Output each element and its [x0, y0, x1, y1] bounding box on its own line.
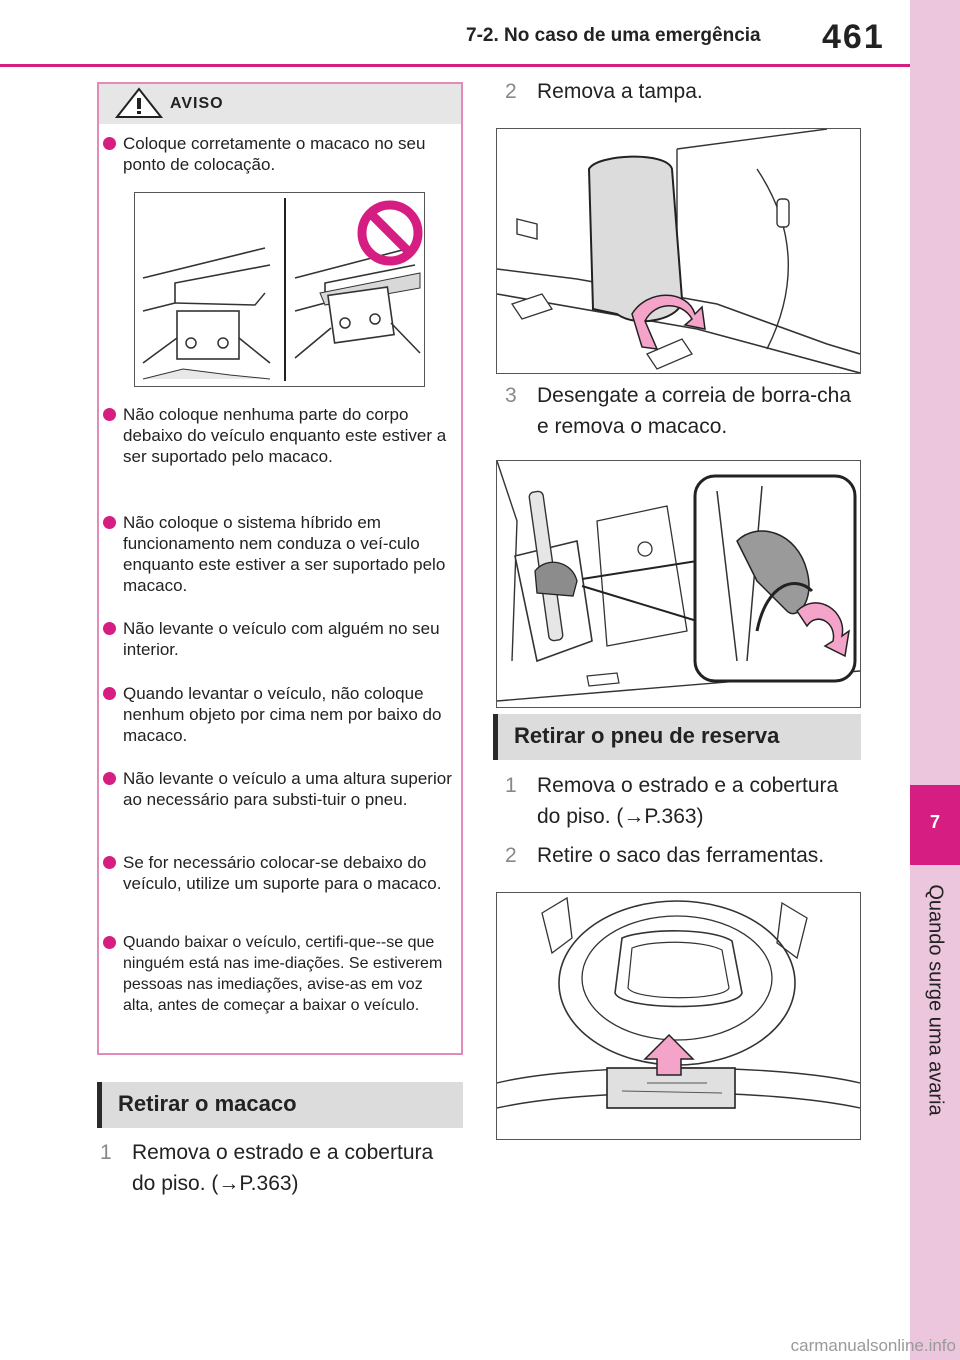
warning-box	[97, 82, 463, 1055]
watermark: carmanualsonline.info	[790, 1336, 956, 1355]
jack-placement-drawing	[142, 198, 423, 381]
warning-item-text: Quando levantar o veículo, não coloque n…	[123, 684, 442, 745]
warning-item: Coloque corretamente o macaco no seu pon…	[103, 133, 453, 175]
jack-strap-drawing	[497, 461, 860, 702]
bullet-icon	[103, 408, 116, 421]
trunk-cover-drawing	[497, 129, 860, 373]
bullet-icon	[103, 856, 116, 869]
section-header-remove-spare: Retirar o pneu de reserva	[493, 714, 861, 760]
step-item: 3 Desengate a correia de borra-cha e rem…	[505, 380, 865, 442]
step-number: 1	[100, 1141, 112, 1164]
step-text: Remova o estrado e a cobertura do piso. …	[132, 1141, 434, 1195]
bullet-icon	[103, 772, 116, 785]
step-text: Remova o estrado e a cobertura do piso. …	[537, 774, 839, 828]
bullet-icon	[103, 622, 116, 635]
tool-bag-illustration	[496, 892, 861, 1140]
warning-item: Não coloque o sistema híbrido em funcion…	[103, 512, 453, 596]
jack-placement-illustration	[134, 192, 425, 387]
remove-cover-illustration	[496, 128, 861, 374]
warning-item-text: Não coloque o sistema híbrido em funcion…	[123, 513, 446, 595]
warning-item-text: Não coloque nenhuma parte do corpo debai…	[123, 405, 447, 466]
spare-tire-well-drawing	[497, 896, 860, 1109]
warning-item: Não coloque nenhuma parte do corpo debai…	[103, 404, 453, 467]
step-number: 3	[505, 384, 517, 407]
bullet-icon	[103, 687, 116, 700]
section-header-remove-jack: Retirar o macaco	[97, 1082, 463, 1128]
remove-jack-illustration	[496, 460, 861, 708]
warning-item: Não levante o veículo com alguém no seu …	[103, 618, 453, 660]
step-item: 2 Retire o saco das ferramentas.	[505, 840, 865, 871]
step-number: 2	[505, 844, 517, 867]
warning-item: Se for necessário colocar-se debaixo do …	[103, 852, 453, 894]
step-item: 1 Remova o estrado e a cobertura do piso…	[505, 770, 865, 832]
step-text: Retire o saco das ferramentas.	[537, 844, 825, 867]
step-number: 2	[505, 80, 517, 103]
bullet-icon	[103, 516, 116, 529]
warning-item-text: Se for necessário colocar-se debaixo do …	[123, 853, 442, 893]
warning-item-text: Não levante o veículo com alguém no seu …	[123, 619, 440, 659]
warning-item-text: Coloque corretamente o macaco no seu pon…	[123, 134, 426, 174]
step-text: Desengate a correia de borra-cha e remov…	[537, 384, 852, 438]
bullet-icon	[103, 936, 116, 949]
section-title-remove-jack: Retirar o macaco	[118, 1091, 297, 1116]
warning-item: Quando baixar o veículo, certifi-que--se…	[103, 932, 453, 1016]
warning-title: AVISO	[170, 95, 224, 112]
chapter-label: Quando surge uma avaria	[924, 884, 947, 1116]
chapter-number-tab[interactable]	[910, 785, 960, 865]
step-text: Remova a tampa.	[537, 80, 703, 103]
warning-item: Quando levantar o veículo, não coloque n…	[103, 683, 453, 746]
chapter-side-strip	[910, 0, 960, 1360]
step-number: 1	[505, 774, 517, 797]
warning-triangle-icon	[115, 87, 163, 118]
page-number: 461	[822, 18, 885, 56]
section-title-remove-spare: Retirar o pneu de reserva	[514, 723, 780, 748]
chapter-number: 7	[929, 812, 940, 832]
step-item: 2 Remova a tampa.	[505, 76, 865, 107]
section-title: 7-2. No caso de uma emergência	[466, 25, 761, 46]
step-item: 1 Remova o estrado e a cobertura do piso…	[100, 1137, 460, 1199]
header-divider	[0, 64, 910, 67]
warning-item-text: Não levante o veículo a uma altura super…	[123, 769, 452, 809]
warning-item-text: Quando baixar o veículo, certifi-que--se…	[123, 934, 443, 1014]
bullet-icon	[103, 137, 116, 150]
warning-item: Não levante o veículo a uma altura super…	[103, 768, 453, 810]
